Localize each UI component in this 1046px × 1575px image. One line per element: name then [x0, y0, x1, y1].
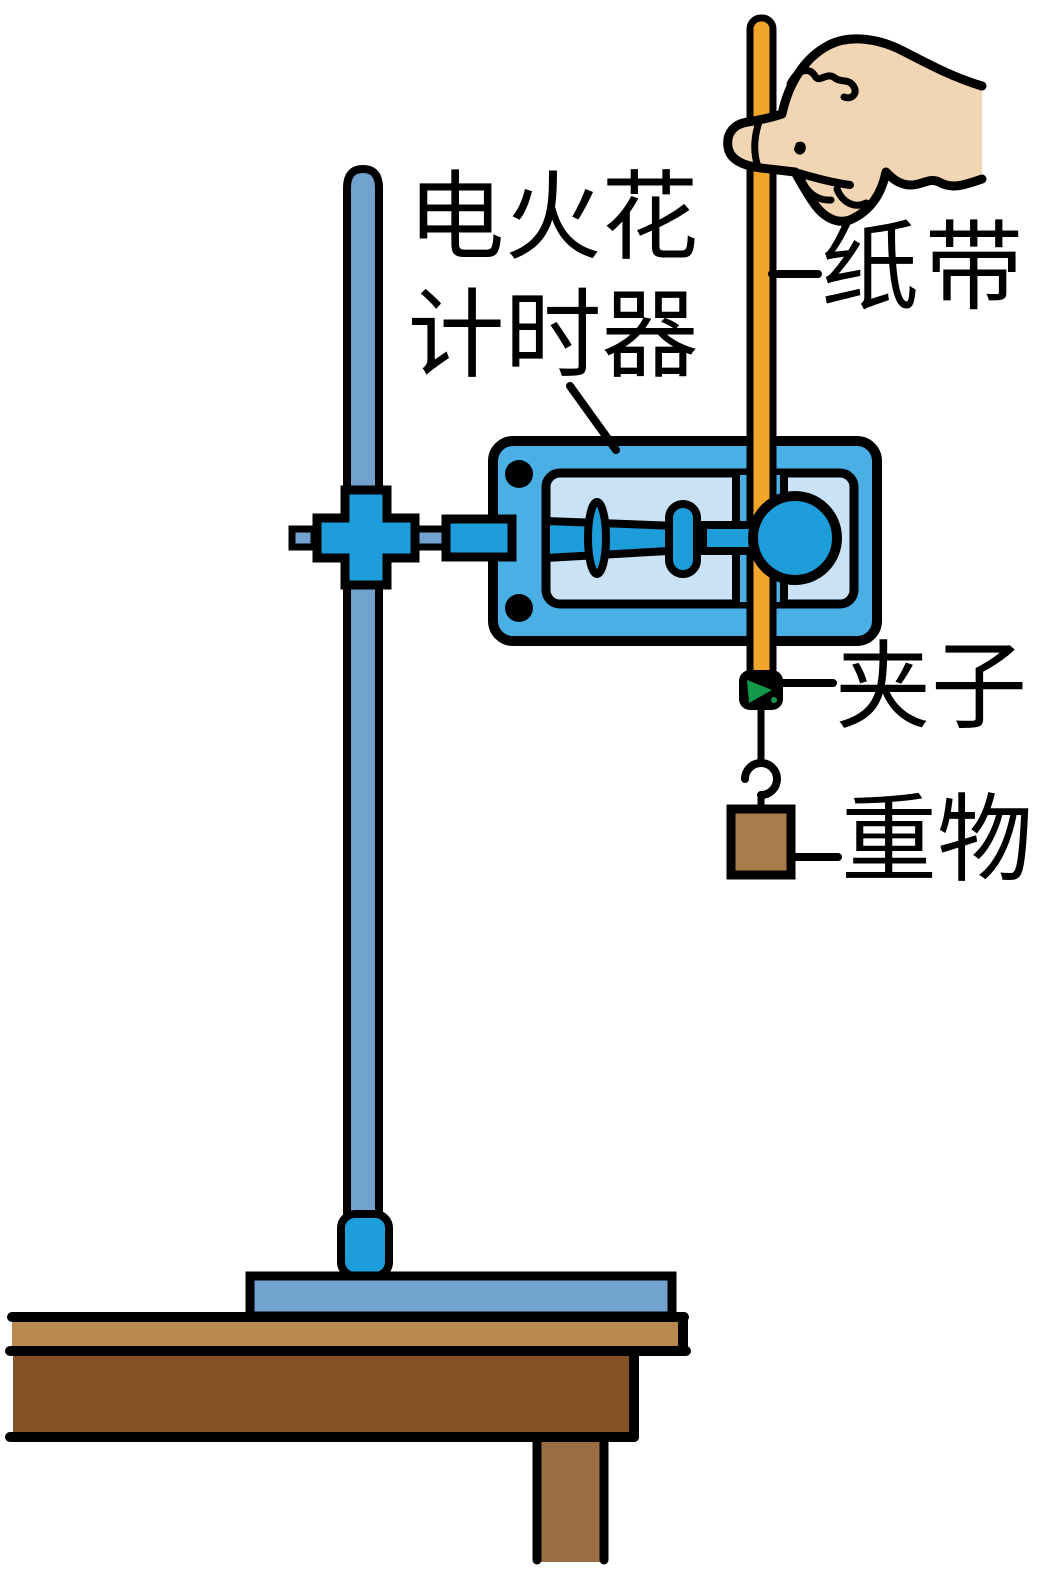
weight-block	[726, 804, 796, 880]
paper-tape-label: 纸带	[821, 215, 1030, 323]
stand-foot	[337, 1210, 393, 1280]
timer-screw-top	[505, 460, 533, 488]
timer-disc-capsule	[665, 500, 701, 578]
weight-hook	[741, 759, 781, 799]
timer-leader-line	[566, 382, 620, 454]
knuckle-lines	[786, 66, 859, 102]
hand-skin-fill	[727, 38, 982, 222]
clip-green-dot	[771, 697, 777, 703]
stand-base-plate	[245, 1271, 677, 1321]
leader-lines	[566, 270, 842, 861]
clip-green-jaw	[747, 680, 772, 703]
clamp-left-stub	[288, 525, 318, 551]
clip-assembly	[726, 670, 796, 880]
table	[5, 1312, 691, 1565]
timer-label: 电火花 计时器	[393, 160, 713, 396]
timer-screw-bottom	[505, 594, 533, 622]
table-top-surface	[12, 1318, 684, 1349]
table-leg	[540, 1434, 601, 1562]
timer-label-line1: 电火花	[407, 165, 699, 272]
timer-disc-small	[584, 498, 610, 578]
clamp-cross-block	[312, 485, 420, 590]
stand	[245, 164, 677, 1321]
timer-front-parts	[699, 491, 842, 585]
thumb-palm-crease	[791, 168, 854, 189]
hand-spot	[794, 141, 806, 155]
weight-label: 重物	[841, 787, 1033, 894]
table-apron	[13, 1352, 634, 1435]
timer-wheel	[748, 491, 842, 585]
timer-label-line2: 计时器	[407, 283, 699, 390]
thumb-tip-crease	[751, 118, 763, 171]
finger-curl-line-2	[833, 185, 870, 209]
finger-curl-line-1	[797, 174, 835, 204]
stand-clamp	[288, 485, 517, 590]
clamp-connector-block	[441, 514, 517, 562]
stand-rod	[343, 164, 383, 1220]
hand	[723, 34, 987, 226]
clip-label: 夹子	[835, 634, 1027, 741]
